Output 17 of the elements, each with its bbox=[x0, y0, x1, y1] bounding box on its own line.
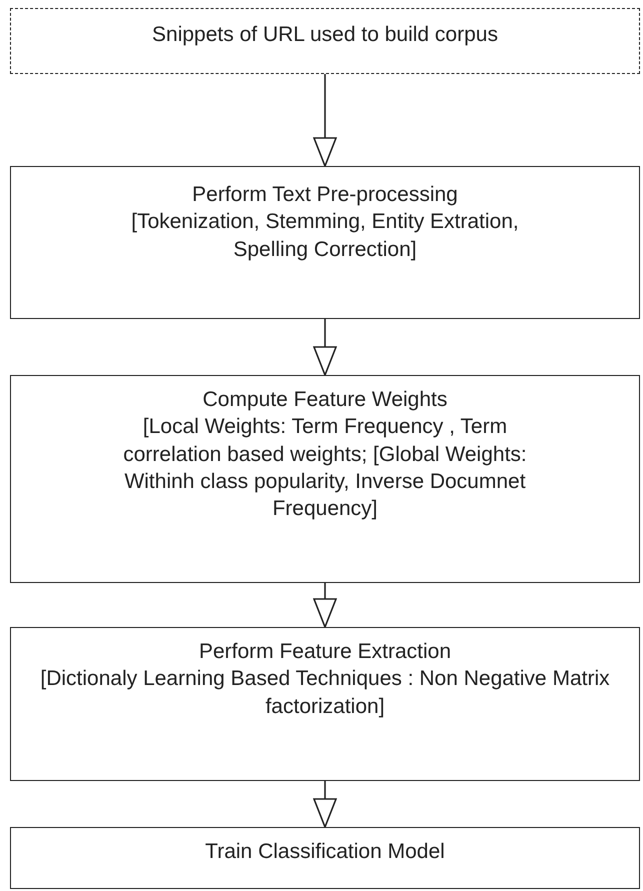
step-title: Snippets of URL used to build corpus bbox=[151, 22, 499, 48]
step-title: Train Classification Model bbox=[204, 839, 446, 865]
arrow bbox=[313, 319, 337, 376]
arrow bbox=[313, 74, 337, 167]
arrow bbox=[313, 781, 337, 828]
step-details: [Dictionaly Learning Based Techniques : Non Negative Matrix factorization] bbox=[39, 666, 611, 720]
step-title: Perform Feature Extraction bbox=[198, 639, 452, 665]
step-title: Perform Text Pre-processing bbox=[191, 182, 459, 208]
process-box bbox=[10, 8, 640, 74]
process-box bbox=[10, 166, 640, 319]
process-box bbox=[10, 627, 640, 781]
process-box bbox=[10, 827, 640, 889]
process-box bbox=[10, 375, 640, 583]
arrow bbox=[313, 583, 337, 628]
step-details: [Tokenization, Stemming, Entity Extration, Spelling Correction] bbox=[130, 209, 520, 263]
step-details: [Local Weights: Term Frequency , Term correlation based weights; [Global Weights: Withinh class popularity, Inverse Documnet Frequency] bbox=[122, 414, 528, 522]
step-title: Compute Feature Weights bbox=[202, 387, 448, 413]
